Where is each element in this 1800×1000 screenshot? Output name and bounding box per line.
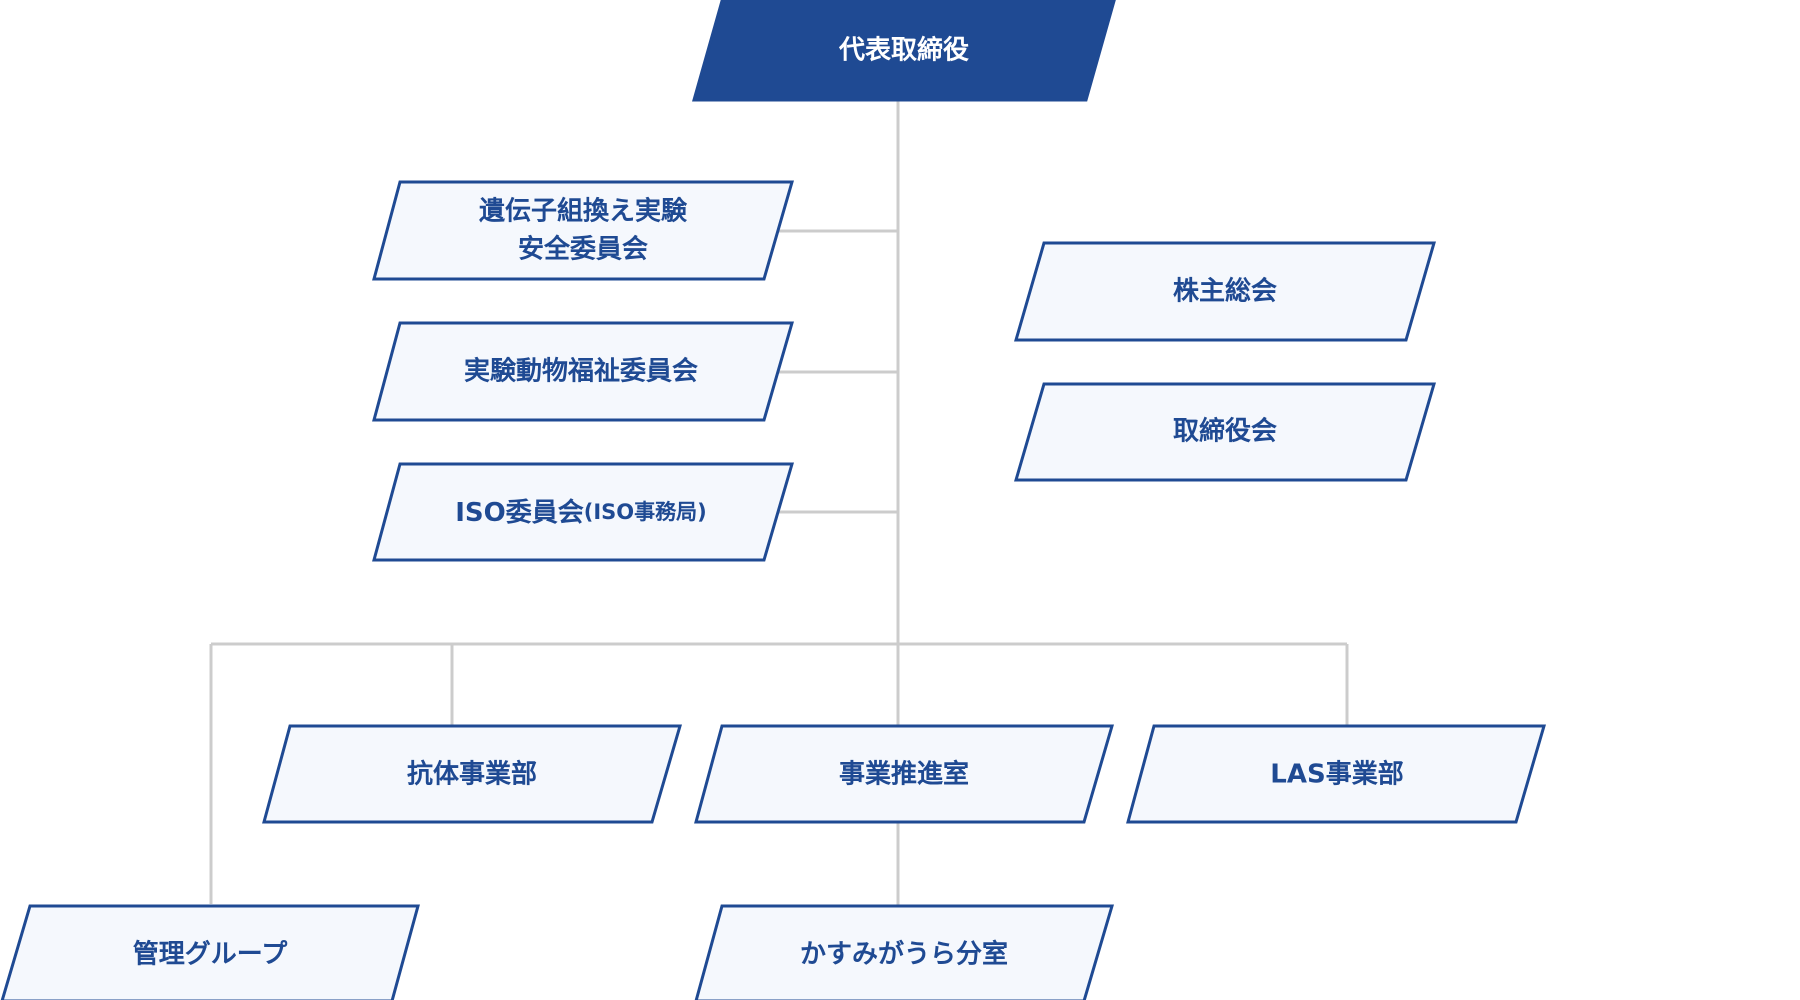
node-animal-committee-label: 実験動物福祉委員会 [464,356,698,387]
node-ceo: 代表取締役 [692,0,1116,102]
node-gene-committee-label-line1: 遺伝子組換え実験 [479,196,688,227]
node-ceo-label: 代表取締役 [838,35,969,66]
node-kasumigaura-branch-label: かすみがうら分室 [800,939,1008,970]
connectors [209,100,1349,906]
node-board-label: 取締役会 [1173,416,1277,447]
node-iso-committee: ISO委員会(ISO事務局) [372,462,794,562]
node-iso-committee-box [372,462,794,562]
node-gene-committee-box [372,180,794,281]
node-admin-group-box [0,904,420,1000]
node-business-office: 事業推進室 [694,724,1114,824]
node-las-division-label: LAS事業部 [1270,760,1403,790]
node-las-division: LAS事業部 [1126,724,1546,824]
node-business-office-box [694,724,1114,824]
node-antibody-division-box [262,724,682,824]
node-admin-group-label: 管理グループ [133,940,288,970]
node-animal-committee-box [372,321,794,422]
node-animal-committee: 実験動物福祉委員会 [372,321,794,422]
node-kasumigaura-branch: かすみがうら分室 [694,904,1115,1000]
node-las-division-box [1126,724,1546,824]
node-iso-committee-label-group: ISO委員会(ISO事務局) [455,498,707,528]
node-iso-committee-label: ISO委員会 [455,498,584,528]
node-shareholders-label: 株主総会 [1173,276,1277,307]
node-board: 取締役会 [1014,382,1436,482]
node-antibody-division: 抗体事業部 [262,724,682,824]
node-board-box [1014,382,1436,482]
node-shareholders-box [1014,241,1436,342]
node-gene-committee-label-line2: 安全委員会 [518,234,648,265]
node-kasumigaura-branch-box [694,904,1115,1000]
node-admin-group: 管理グループ [0,904,420,1000]
node-gene-committee: 遺伝子組換え実験 安全委員会 [372,180,794,281]
node-shareholders: 株主総会 [1014,241,1436,342]
node-antibody-division-label: 抗体事業部 [407,759,537,790]
node-business-office-label: 事業推進室 [839,759,969,790]
node-iso-committee-suffix: (ISO事務局) [584,500,707,524]
node-ceo-box [692,0,1116,102]
